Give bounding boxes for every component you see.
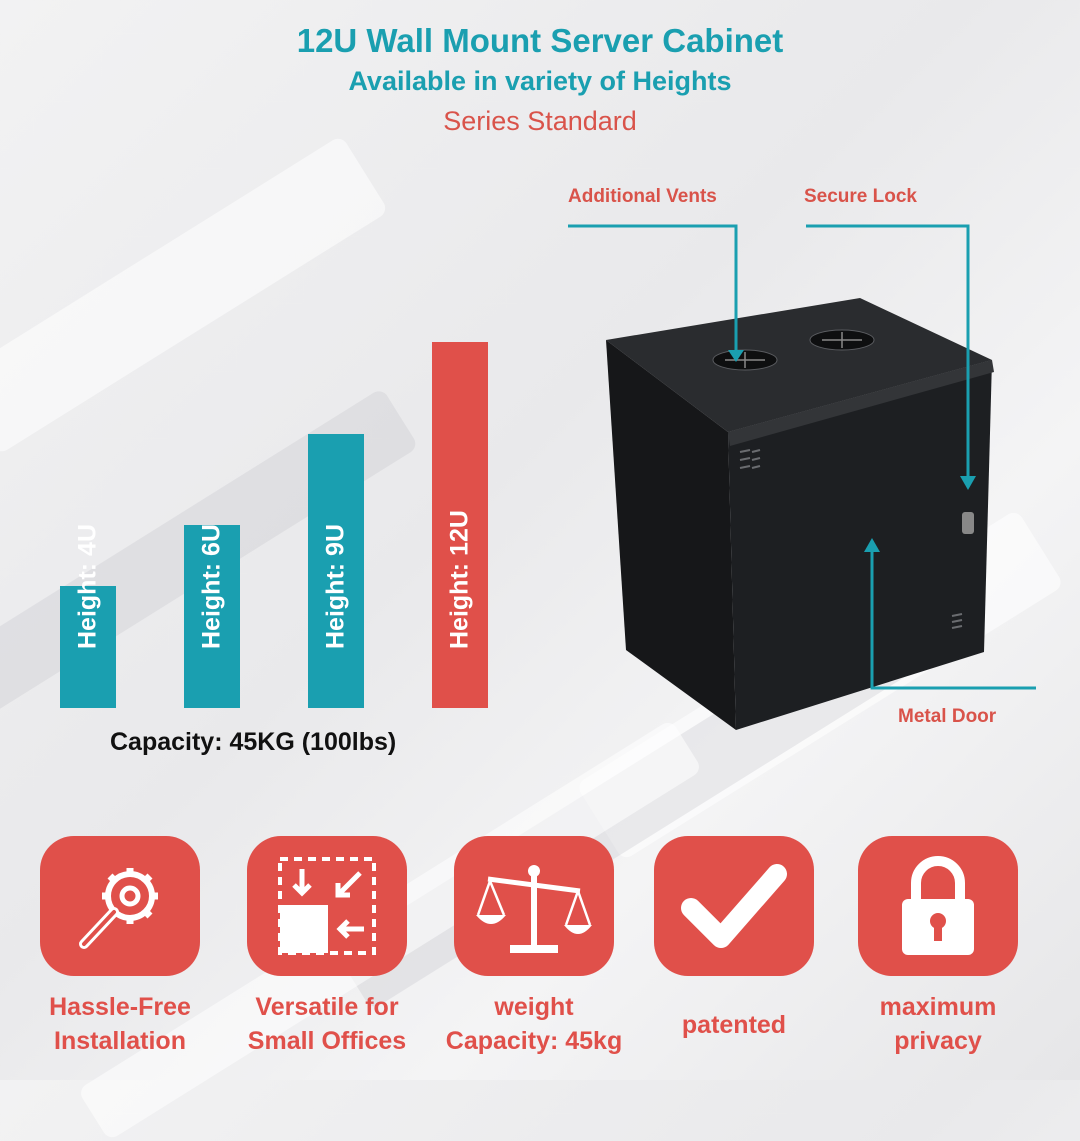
page-subtitle: Available in variety of Heights [348, 66, 732, 96]
feature-tile-weight [454, 836, 614, 976]
page-title: 12U Wall Mount Server Cabinet [296, 22, 784, 59]
callout-metal-door: Metal Door [898, 706, 997, 727]
bar-4: Height: 12U [432, 342, 488, 708]
resize-arrows-icon [278, 857, 376, 955]
series-label: Series Standard [443, 106, 637, 136]
feature-tile-patented [654, 836, 814, 976]
balance-scale-icon [476, 865, 592, 953]
bar-1: Height: 4U [60, 524, 116, 708]
feature-tile-versatile [247, 836, 407, 976]
bar-2: Height: 6U [184, 524, 240, 708]
padlock-icon [902, 856, 974, 955]
capacity-label: Capacity: 45KG (100lbs) [110, 728, 397, 756]
feature-label-patented: patented [681, 1011, 787, 1039]
checkmark-icon [681, 864, 787, 948]
gear-wrench-icon [79, 868, 158, 949]
callout-additional-vents: Additional Vents [568, 186, 717, 207]
bar-3: Height: 9U [308, 433, 364, 708]
feature-tile-installation [40, 836, 200, 976]
feature-tile-privacy [858, 836, 1018, 976]
callout-secure-lock: Secure Lock [804, 186, 917, 207]
server-cabinet-illustration [568, 224, 1036, 730]
